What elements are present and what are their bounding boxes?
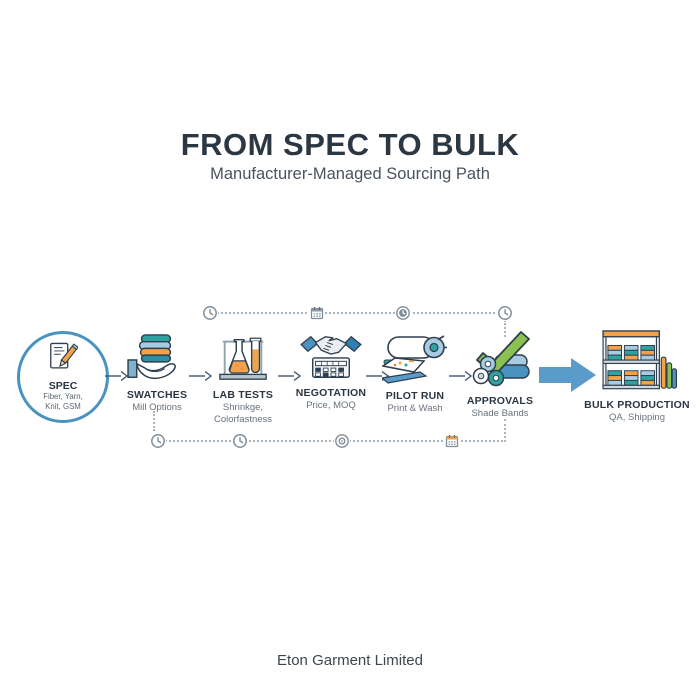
step-label: APPROVALS: [466, 395, 534, 407]
bottom-right-dotted-connector: [504, 419, 506, 438]
arrow-right-icon: [188, 369, 213, 388]
arrow-right-icon: [448, 369, 473, 388]
top-dotted-line: [214, 312, 502, 314]
step-label: LAB TESTS: [212, 389, 274, 401]
step-label: SPEC: [48, 380, 78, 393]
company-name: Eton Garment Limited: [277, 652, 423, 669]
step-label: NEGOTATION: [295, 387, 367, 399]
bottom-left-dotted-connector: [153, 411, 155, 431]
step-sublabel: Shrinkge,Colorfastness: [213, 402, 273, 426]
spec-document-pencil-icon: [48, 342, 79, 379]
clock-icon: [202, 305, 218, 321]
calendar-orange-icon: [444, 433, 460, 449]
step-label: PILOT RUN: [385, 390, 445, 402]
clock-icon: [232, 433, 248, 449]
step-sublabel: Fiber, Yarn,Knit, GSM: [43, 392, 83, 411]
arrow-right-icon: [277, 369, 302, 388]
fabric-roller-icon: [380, 334, 448, 389]
big-arrow-right-icon: [539, 357, 597, 398]
handshake-calculator-icon: [299, 331, 363, 388]
step-spec: SPEC Fiber, Yarn,Knit, GSM: [17, 331, 109, 423]
calendar-icon: [309, 305, 325, 321]
warehouse-shelf-icon: [599, 329, 678, 400]
step-label: BULK PRODUCTION: [584, 399, 690, 411]
arrow-right-icon: [104, 369, 129, 388]
step-sublabel: Print & Wash: [387, 403, 443, 414]
step-label: SWATCHES: [126, 389, 188, 401]
clock-filled-icon: [395, 305, 411, 321]
hand-swatches-icon: [126, 333, 184, 390]
page-title: FROM SPEC TO BULK: [180, 127, 520, 162]
page-subtitle: Manufacturer-Managed Sourcing Path: [210, 165, 490, 183]
lab-flask-tube-icon: [217, 331, 269, 390]
target-icon: [334, 433, 350, 449]
step-sublabel: Price, MOQ: [306, 400, 356, 411]
step-sublabel: Mill Options: [132, 402, 182, 413]
clock-icon: [150, 433, 166, 449]
step-sublabel: Shade Bands: [471, 408, 529, 419]
top-right-dotted-connector: [504, 320, 506, 337]
clock-icon: [497, 305, 513, 321]
fabric-rolls-check-icon: [469, 331, 531, 392]
step-sublabel: QA, Shipping: [609, 412, 665, 423]
